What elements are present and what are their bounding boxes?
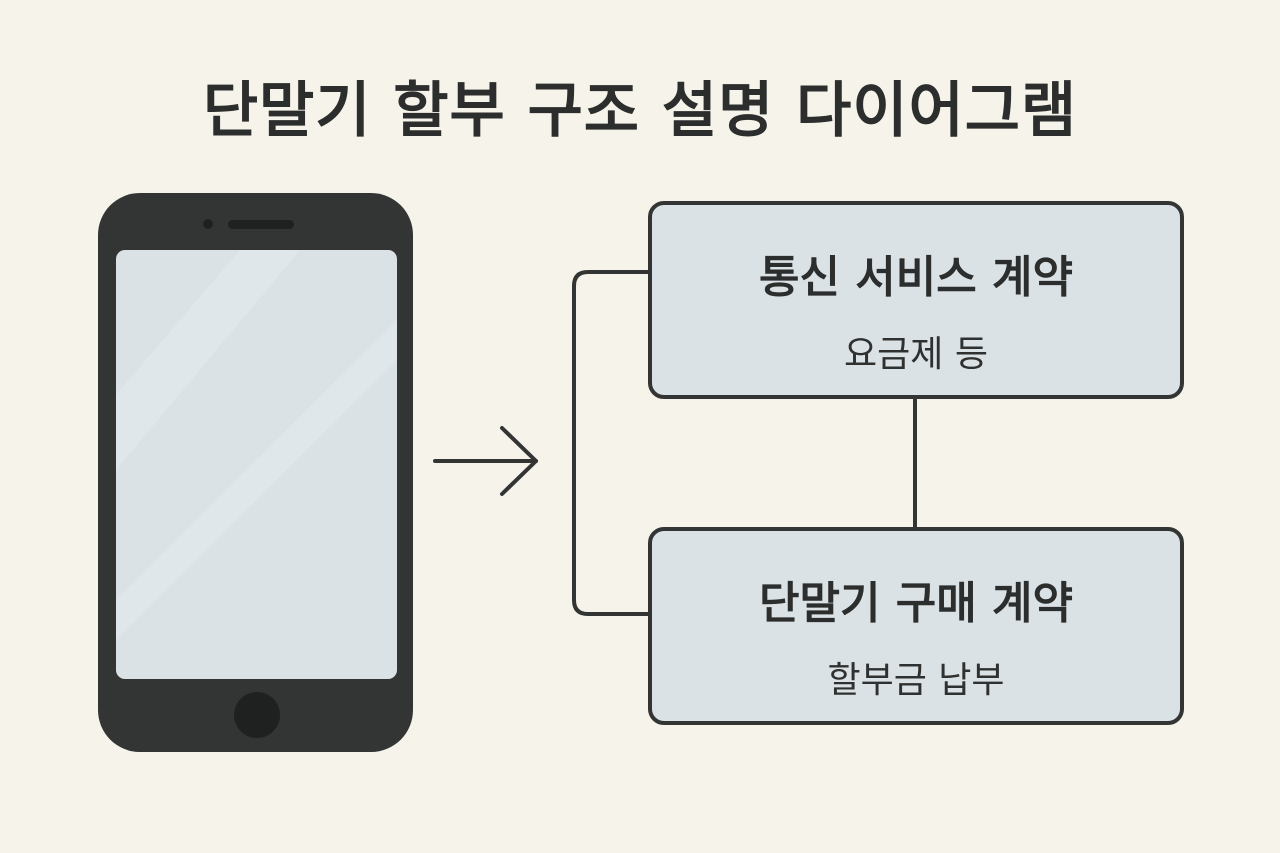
device-contract-box <box>648 527 1184 725</box>
service-contract-subtitle: 요금제 등 <box>844 334 988 375</box>
service-contract-box <box>648 201 1184 399</box>
arrow-right-icon <box>433 426 538 496</box>
device-contract-subtitle: 할부금 납부 <box>827 660 1005 701</box>
bracket-connector <box>572 270 650 616</box>
smartphone-icon <box>98 193 413 752</box>
page-title: 단말기 할부 구조 설명 다이어그램 <box>202 76 1078 146</box>
service-contract-title: 통신 서비스 계약 <box>759 252 1073 303</box>
device-contract-title: 단말기 구매 계약 <box>759 578 1073 629</box>
